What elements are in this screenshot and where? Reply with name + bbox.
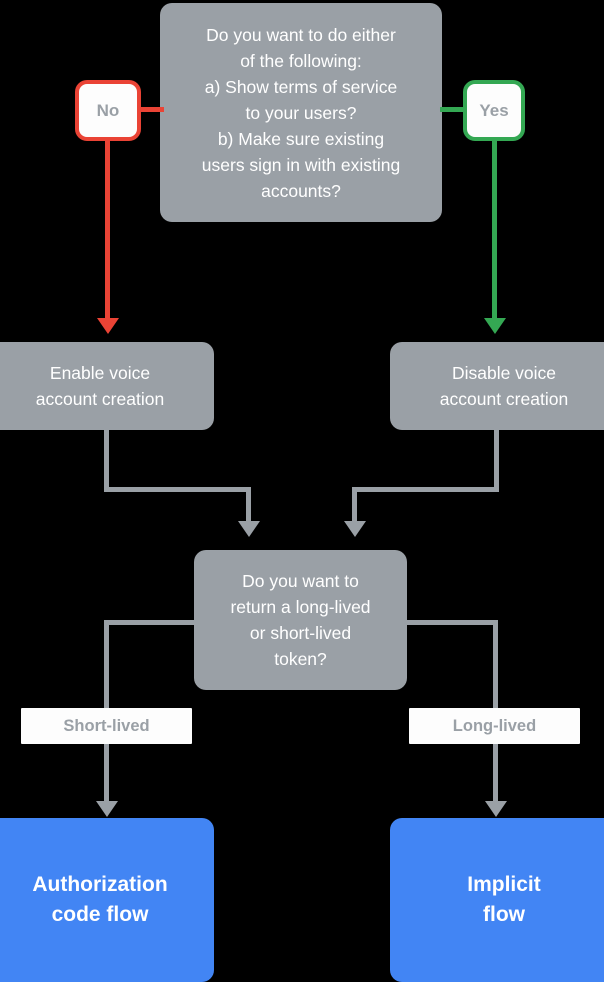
connector-yes-vertical: [492, 139, 497, 319]
enable-voice-line-1: Enable voice: [49, 363, 151, 383]
decision-line-1: Do you want to do either: [206, 24, 396, 45]
branch-pill-no[interactable]: No: [75, 80, 141, 141]
decision-line-2: of the following:: [240, 50, 362, 71]
decision-line-3: a) Show terms of service: [204, 76, 398, 97]
implicit-flow-line-1: Implicit: [467, 873, 541, 896]
authorization-code-flow-line-1: Authorization: [32, 873, 168, 896]
result-node-implicit-flow[interactable]: Implicit flow: [390, 818, 604, 982]
connector-disable-horizontal: [352, 487, 499, 492]
arrowhead-yes-to-disable: [483, 318, 506, 334]
token-decision-line-2: return a long-lived: [230, 597, 371, 617]
decision-line-6: users sign in with existing: [201, 154, 401, 175]
edge-label-short-lived[interactable]: Short-lived: [21, 708, 192, 744]
arrowhead-no-to-enable: [96, 318, 119, 334]
decision-node-terms-or-existing-users[interactable]: Do you want to do either of the followin…: [160, 3, 442, 222]
decision-node-token-lifetime[interactable]: Do you want to return a long-lived or sh…: [194, 550, 407, 690]
branch-pill-no-label: No: [96, 100, 120, 120]
edge-label-short-lived-text: Short-lived: [63, 716, 150, 735]
edge-label-long-lived[interactable]: Long-lived: [409, 708, 580, 744]
implicit-flow-line-2: flow: [483, 903, 525, 926]
edge-label-long-lived-text: Long-lived: [452, 716, 537, 735]
arrowhead-short-lived-to-authorization-code-flow: [95, 801, 118, 817]
arrowhead-enable-to-token-decision: [237, 521, 260, 537]
connector-no-vertical: [105, 139, 110, 319]
token-decision-line-1: Do you want to: [242, 571, 359, 591]
enable-voice-line-2: account creation: [35, 389, 165, 409]
connector-disable-vertical-1: [494, 430, 499, 492]
decision-line-5: b) Make sure existing: [217, 128, 385, 149]
branch-pill-yes[interactable]: Yes: [463, 80, 525, 141]
action-node-disable-voice-account-creation[interactable]: Disable voice account creation: [390, 342, 604, 430]
disable-voice-line-1: Disable voice: [451, 363, 557, 383]
connector-enable-vertical-1: [104, 430, 109, 492]
arrowhead-disable-to-token-decision: [343, 521, 366, 537]
connector-yes-horizontal: [440, 107, 466, 112]
connector-long-lived-horizontal: [403, 620, 498, 625]
authorization-code-flow-line-2: code flow: [51, 903, 149, 926]
connector-disable-vertical-2: [352, 487, 357, 522]
token-decision-line-3: or short-lived: [249, 623, 352, 643]
disable-voice-line-2: account creation: [439, 389, 569, 409]
connector-enable-horizontal: [104, 487, 251, 492]
decision-line-7: accounts?: [261, 180, 341, 201]
branch-pill-yes-label: Yes: [479, 100, 509, 120]
result-node-authorization-code-flow[interactable]: Authorization code flow: [0, 818, 214, 982]
arrowhead-long-lived-to-implicit-flow: [484, 801, 507, 817]
token-decision-line-4: token?: [274, 649, 327, 669]
connector-no-horizontal: [139, 107, 164, 112]
action-node-enable-voice-account-creation[interactable]: Enable voice account creation: [0, 342, 214, 430]
connector-short-lived-horizontal: [104, 620, 199, 625]
connector-enable-vertical-2: [246, 487, 251, 522]
decision-line-4: to your users?: [245, 102, 357, 123]
